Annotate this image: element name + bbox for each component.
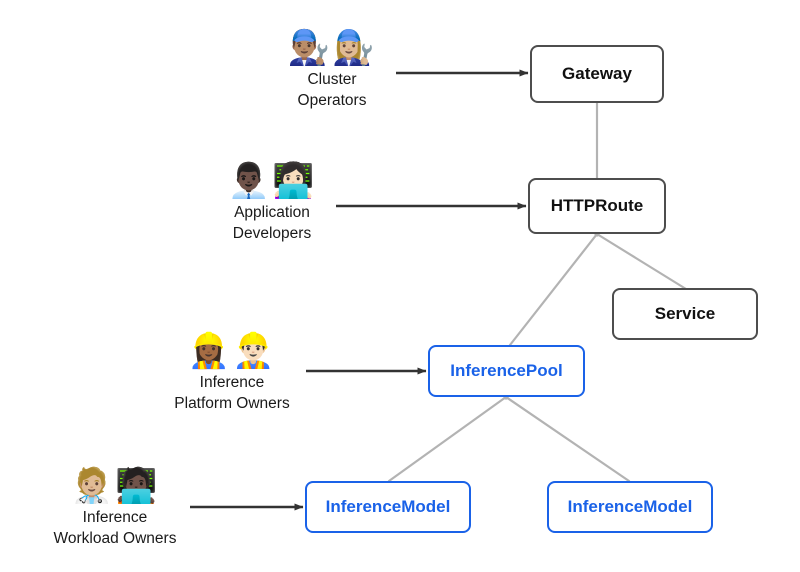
node-inferencepool-label: InferencePool xyxy=(450,361,563,380)
node-httproute[interactable]: HTTPRoute xyxy=(528,178,666,234)
application-developers-icons: 👨🏿‍💼👩🏻‍💻 xyxy=(227,161,317,201)
actor-inference-platform-owners: 👷🏾‍♀️👷🏻‍♂️ Inference Platform Owners xyxy=(122,331,342,413)
node-service[interactable]: Service xyxy=(612,288,758,340)
node-service-label: Service xyxy=(654,304,716,323)
edge-httproute-service xyxy=(595,232,688,291)
inference-platform-owners-label-line2: Platform Owners xyxy=(174,395,290,412)
node-inferencemodel-2-label: InferenceModel xyxy=(567,497,693,516)
inference-platform-owners-icons: 👷🏾‍♀️👷🏻‍♂️ xyxy=(187,331,277,371)
actor-inference-workload-owners: 🧑🏼‍⚕️🧑🏿‍💻 Inference Workload Owners xyxy=(5,466,225,548)
node-gateway-label: Gateway xyxy=(562,64,632,83)
node-inferencemodel-1[interactable]: InferenceModel xyxy=(305,481,471,533)
application-developers-label-line1: Application xyxy=(234,204,310,221)
application-developers-label-line2: Developers xyxy=(232,225,312,242)
node-inferencemodel-2[interactable]: InferenceModel xyxy=(547,481,713,533)
inference-platform-owners-label-line1: Inference xyxy=(199,374,265,391)
inference-workload-owners-icons: 🧑🏼‍⚕️🧑🏿‍💻 xyxy=(70,466,160,506)
actor-application-developers: 👨🏿‍💼👩🏻‍💻 Application Developers xyxy=(162,161,382,243)
inference-workload-owners-label-line2: Workload Owners xyxy=(53,530,177,547)
edge-inferencepool-inferencemodel-2 xyxy=(504,395,631,483)
inference-workload-owners-label-line1: Inference xyxy=(82,509,148,526)
cluster-operators-icons: 👨🏽‍🔧👩🏼‍🔧 xyxy=(287,28,377,68)
edge-httproute-inferencepool xyxy=(508,232,599,347)
node-inferencemodel-1-label: InferenceModel xyxy=(325,497,451,516)
cluster-operators-label-line1: Cluster xyxy=(307,71,357,88)
edge-inferencepool-inferencemodel-1 xyxy=(387,395,508,483)
node-gateway[interactable]: Gateway xyxy=(530,45,664,103)
node-inferencepool[interactable]: InferencePool xyxy=(428,345,585,397)
actor-cluster-operators: 👨🏽‍🔧👩🏼‍🔧 Cluster Operators xyxy=(222,28,442,110)
node-httproute-label: HTTPRoute xyxy=(550,196,644,215)
cluster-operators-label-line2: Operators xyxy=(297,92,367,109)
